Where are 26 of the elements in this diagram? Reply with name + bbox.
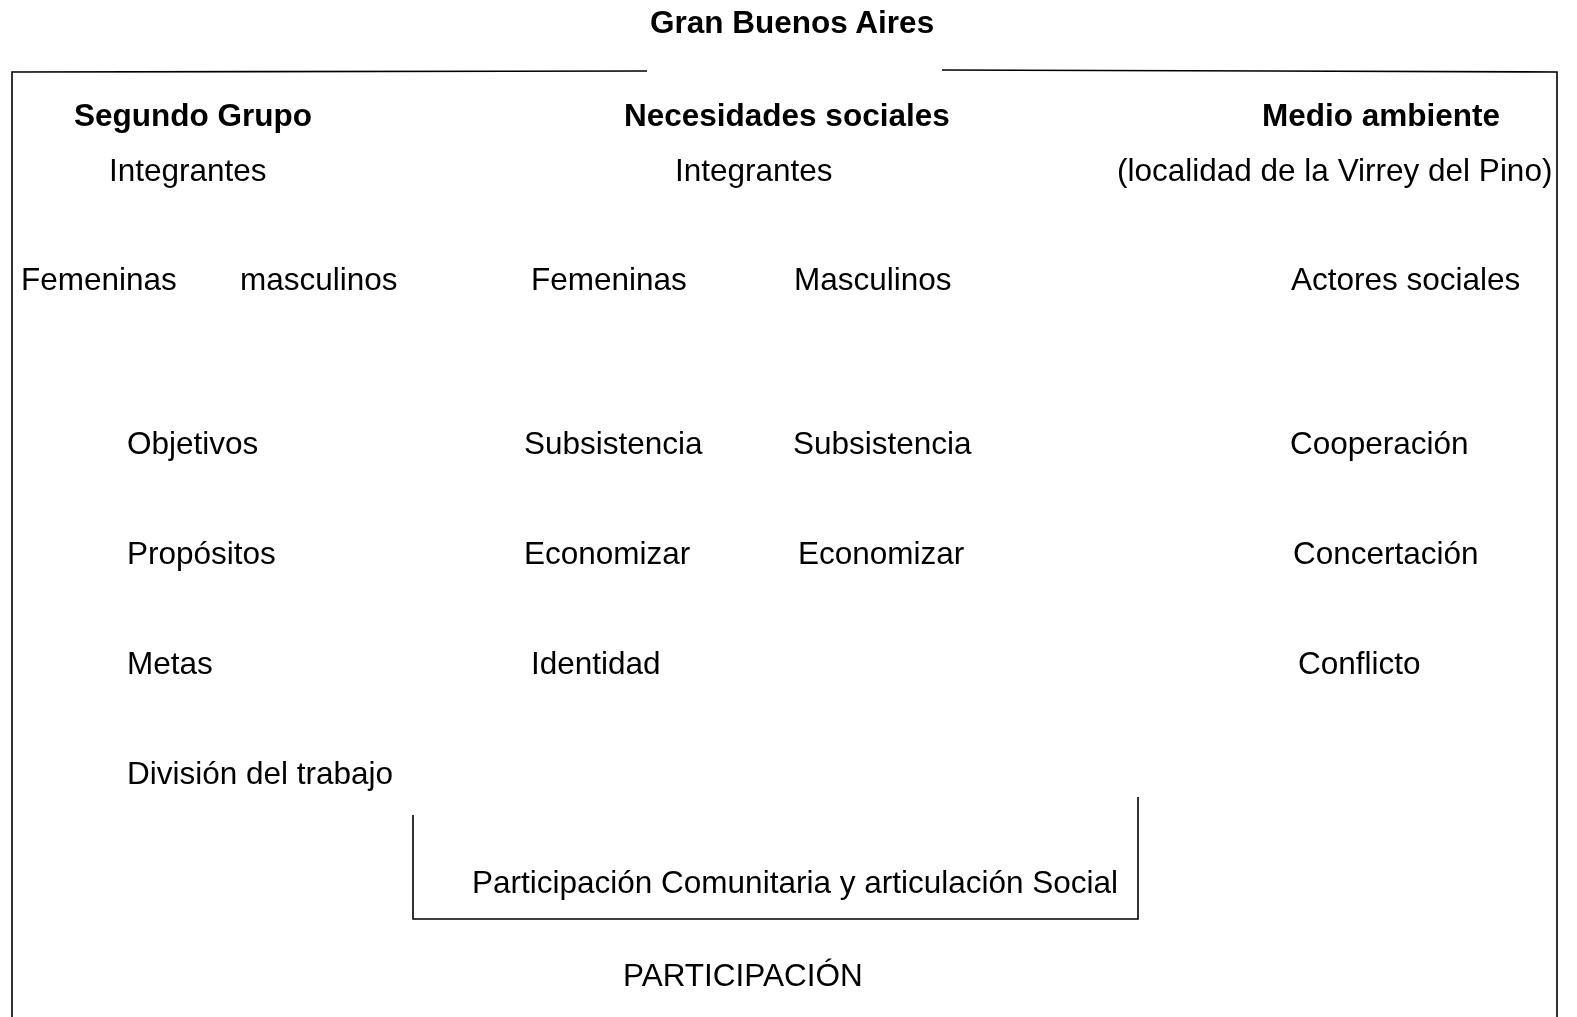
text-label: masculinos [240,261,398,297]
text-label: (localidad de la Virrey del Pino) [1117,152,1553,188]
text-label: Metas [127,645,213,681]
text-label: Economizar [798,535,965,571]
text-label: Femeninas [21,261,177,297]
column-heading: Medio ambiente [1262,97,1501,133]
text-label: Integrantes [109,152,267,188]
text-label: Concertación [1293,535,1479,571]
text-label: Actores sociales [1291,261,1521,297]
text-label: División del trabajo [127,755,394,791]
text-label: Masculinos [794,261,952,297]
text-label: Conflicto [1298,645,1421,681]
text-label: Integrantes [675,152,833,188]
text-label: Identidad [531,645,661,681]
text-label: Subsistencia [524,425,703,461]
text-label: Cooperación [1290,425,1469,461]
text-label: Participación Comunitaria y articulación Social [472,864,1119,900]
text-label: Objetivos [127,425,259,461]
heading: Gran Buenos Aires [650,4,935,40]
text-label: Propósitos [127,535,276,571]
column-heading: Necesidades sociales [624,97,950,133]
column-heading: Segundo Grupo [74,97,312,133]
text-label: Economizar [524,535,691,571]
text-label: Femeninas [531,261,687,297]
text-label: Subsistencia [793,425,972,461]
text-label: PARTICIPACIÓN [623,957,863,993]
